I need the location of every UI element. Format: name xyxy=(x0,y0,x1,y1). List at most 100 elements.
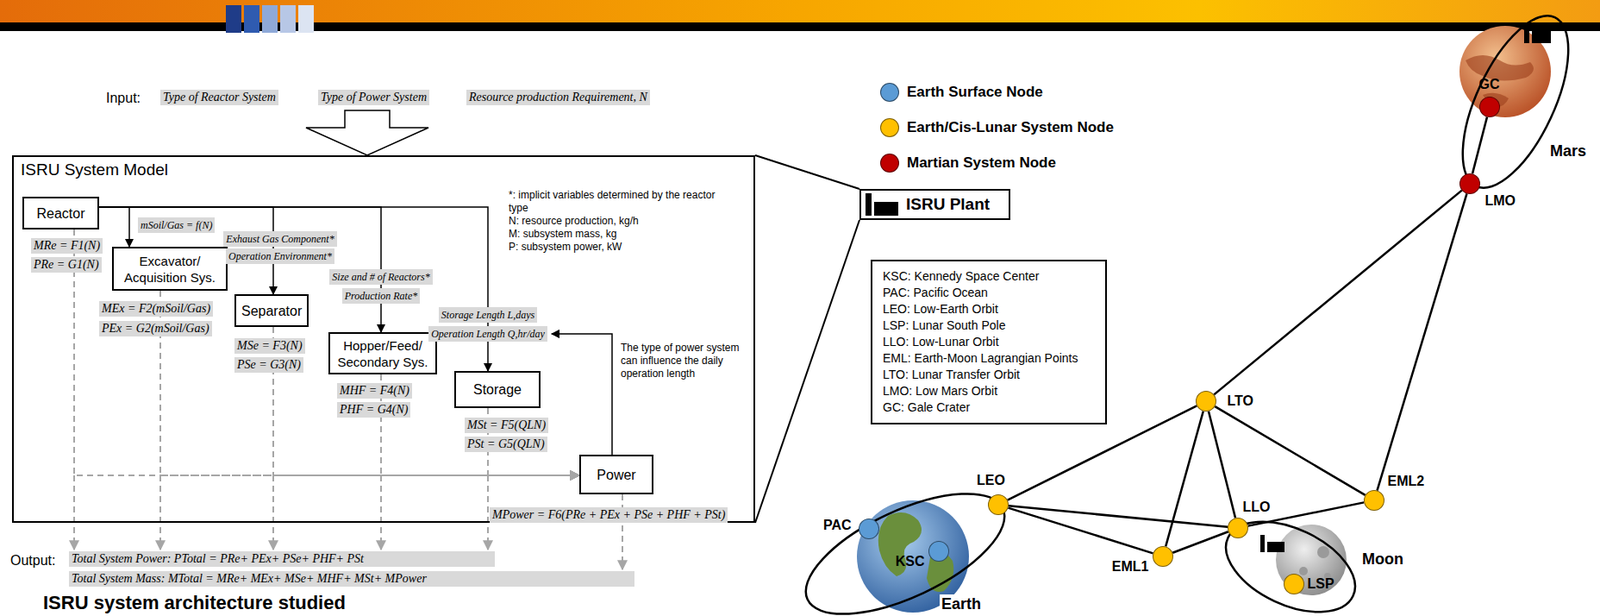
subsystem-box: Reactor xyxy=(22,196,100,230)
network-node: PAC xyxy=(858,518,880,539)
abbreviation-line: KSC: Kennedy Space Center xyxy=(882,268,1095,285)
formula: MPower = F6(PRe + PEx + PSe + PHF + PSt) xyxy=(489,506,728,523)
abbreviation-line: LMO: Low Mars Orbit xyxy=(882,382,1095,400)
output-arrow xyxy=(272,475,275,550)
formula: PRe = G1(N) xyxy=(31,256,102,273)
input-label: Input: xyxy=(106,89,141,107)
node-text: ISRU Plant xyxy=(906,193,990,215)
input-item: Type of Power System xyxy=(318,89,430,106)
output-formula: Total System Mass: MTotal = MRe+ MEx+ MS… xyxy=(68,570,635,587)
formula: MSe = F3(N) xyxy=(234,337,306,354)
node-text: Separator xyxy=(241,302,302,319)
variable-label: Production Rate* xyxy=(342,287,421,304)
connector xyxy=(99,206,130,247)
connector xyxy=(1213,190,1462,395)
output-arrow xyxy=(73,475,75,550)
legend-note: *: implicit variables determined by the … xyxy=(508,188,735,215)
formula: MEx = F2(mSoil/Gas) xyxy=(99,300,213,317)
subsystem-box: Power xyxy=(579,454,654,494)
moon-craters xyxy=(1299,545,1332,580)
output-formula: Total System Power: PTotal = PRe+ PEx+ P… xyxy=(68,550,495,567)
network-node: GC xyxy=(1479,96,1500,118)
legend-text: Earth Surface Node xyxy=(906,82,1044,102)
connector xyxy=(1376,193,1467,490)
earth-land xyxy=(878,512,955,592)
network-node: KSC xyxy=(928,540,950,562)
formula: MHF = F4(N) xyxy=(337,382,413,399)
legend-swatch xyxy=(880,118,900,138)
header-square xyxy=(280,5,296,33)
formula: PHF = G4(N) xyxy=(337,401,411,418)
node-text: Hopper/Feed/ Secondary Sys. xyxy=(335,337,431,370)
abbreviation-line: EML: Earth-Moon Lagrangian Points xyxy=(882,350,1095,367)
node-text: Storage xyxy=(473,381,522,398)
node-label: LLO xyxy=(1243,498,1271,516)
input-item: Resource production Requirement, N xyxy=(466,89,650,106)
body-label: Earth xyxy=(939,593,983,613)
system-model-box: ISRU System ModelReactorExcavator/ Acqui… xyxy=(12,155,756,523)
plant-box: ISRU Plant xyxy=(859,188,1011,220)
node-label: GC xyxy=(1479,75,1500,94)
formula: PEx = G2(mSoil/Gas) xyxy=(99,320,213,337)
plant-icon xyxy=(1524,24,1551,44)
legend-swatch xyxy=(880,153,900,173)
body-label: Moon xyxy=(1362,549,1404,569)
connector xyxy=(273,326,580,475)
abbreviation-line: LSP: Lunar South Pole xyxy=(882,317,1095,334)
legend-note: N: resource production, kg/h xyxy=(508,214,639,228)
header-square xyxy=(243,5,260,33)
connector xyxy=(755,219,860,523)
formula: MSt = F5(QLN) xyxy=(464,417,549,433)
legend-note: P: subsystem power, kW xyxy=(508,240,622,254)
connector xyxy=(1172,531,1229,552)
model-heading: ISRU System Model xyxy=(20,160,169,180)
node-label: EML1 xyxy=(1112,557,1150,575)
variable-label: Operation Length Q,hr/day xyxy=(428,325,548,342)
abbreviation-line: PAC: Pacific Ocean xyxy=(882,284,1095,301)
node-label: LMO xyxy=(1485,192,1517,210)
legend-swatch xyxy=(880,82,900,102)
node-label: LTO xyxy=(1227,392,1255,410)
formula: MRe = F1(N) xyxy=(31,237,103,254)
mars-surface xyxy=(1465,55,1534,107)
node-text: Reactor xyxy=(36,205,85,222)
subsystem-box: Excavator/ Acquisition Sys. xyxy=(112,246,228,291)
input-arrow xyxy=(306,110,429,156)
variable-label: Storage Length L,days xyxy=(438,306,538,323)
section-heading: ISRU system architecture studied xyxy=(43,591,346,614)
network-node: LLO xyxy=(1227,517,1249,538)
output-arrow xyxy=(380,475,382,550)
subsystem-box: Storage xyxy=(454,370,541,408)
output-arrow xyxy=(159,475,162,550)
mars-orbit xyxy=(1441,0,1591,203)
header-square xyxy=(225,5,242,33)
legend-text: Earth/Cis-Lunar System Node xyxy=(906,118,1114,138)
abbreviation-line: LLO: Low-Lunar Orbit xyxy=(882,333,1095,350)
abbreviation-line: LEO: Low-Earth Orbit xyxy=(882,300,1095,318)
output-arrow xyxy=(621,493,624,569)
node-text: Excavator/ Acquisition Sys. xyxy=(118,252,221,286)
connector xyxy=(1214,406,1365,495)
connector xyxy=(160,290,580,475)
header-square xyxy=(262,5,278,33)
network-node: LEO xyxy=(987,493,1009,515)
connector xyxy=(1472,117,1488,175)
network-node: EML2 xyxy=(1363,489,1385,511)
subsystem-box: Separator xyxy=(234,293,309,327)
input-item: Type of Reactor System xyxy=(160,89,279,106)
variable-label: Exhaust Gas Component* xyxy=(223,231,337,247)
node-label: LSP xyxy=(1307,575,1335,593)
connector xyxy=(1165,411,1204,547)
plant-icon xyxy=(865,193,899,216)
node-text: Power xyxy=(596,466,636,483)
network-node: EML1 xyxy=(1152,545,1174,567)
variable-label: Size and # of Reactors* xyxy=(329,268,432,285)
feedback-arrow xyxy=(551,333,613,455)
output-label: Output: xyxy=(10,551,56,569)
network-node: LSP xyxy=(1283,573,1305,594)
formula: PSe = G3(N) xyxy=(234,356,304,373)
formula: mSoil/Gas = f(N) xyxy=(137,217,215,233)
node-label: LEO xyxy=(976,471,1006,489)
output-arrow xyxy=(487,475,489,550)
moon-orbit xyxy=(1212,502,1369,616)
